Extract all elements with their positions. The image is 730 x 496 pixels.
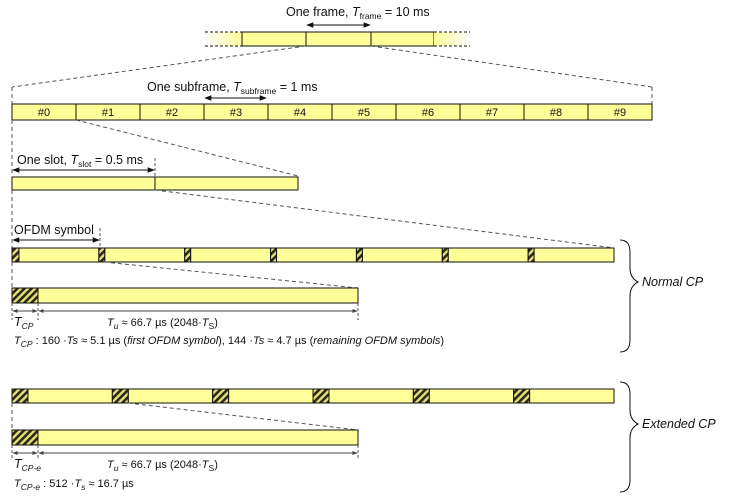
- extended-ofdm-symbol: [228, 388, 314, 404]
- extended-cp-label: Extended CP: [642, 417, 716, 431]
- ofdm-symbol-label: OFDM symbol: [14, 223, 94, 237]
- tcp-e-label: TCP-e: [14, 457, 41, 473]
- normal-cp-marker: [270, 247, 278, 263]
- frame-label: One frame, Tframe = 10 ms: [286, 5, 430, 21]
- extended-cp-marker: [412, 388, 430, 404]
- subframe-cell-label: #1: [102, 107, 114, 119]
- frame-block-next: [370, 31, 435, 47]
- normal-cp-section: OFDM symbol TCP Tu ≈ 66.7 µs (2048·TS) T…: [11, 223, 704, 353]
- normal-cp-marker: [355, 247, 363, 263]
- normal-ofdm-symbol: [533, 247, 615, 263]
- slot-block-first: [11, 176, 156, 191]
- extended-cp-brace: [619, 381, 640, 493]
- extended-ofdm-symbol: [529, 388, 615, 404]
- zoom-guide: [103, 261, 359, 289]
- tcp-formula: TCP : 160 ·Ts ≈ 5.1 µs (first OFDM symbo…: [14, 335, 444, 349]
- subframe-cell-label: #9: [614, 107, 626, 119]
- extended-ofdm-symbol: [328, 388, 414, 404]
- normal-cp-brace: [619, 239, 640, 353]
- subframe-cell-label: #7: [486, 107, 498, 119]
- subframe-cell-label: #2: [166, 107, 178, 119]
- extended-useful-symbol-block: [37, 429, 359, 446]
- subframe-cell-label: #3: [230, 107, 242, 119]
- subframe-row: One subframe, Tsubframe = 1 ms #0 #1 #2 #3 #…: [11, 80, 653, 121]
- zoom-guide: [127, 402, 359, 431]
- slot-row: One slot, Tslot = 0.5 ms: [11, 153, 299, 191]
- zoom-guide: [154, 189, 615, 249]
- frame-row: One frame, Tframe = 10 ms: [205, 5, 470, 47]
- extended-cp-marker: [212, 388, 230, 404]
- normal-cp-marker: [11, 247, 20, 263]
- subframe-cell-label: #6: [422, 107, 434, 119]
- normal-ofdm-symbol: [18, 247, 100, 263]
- tcp-e-formula: TCP-e : 512 ·Ts ≈ 16.7 µs: [14, 478, 134, 492]
- extended-cyclic-prefix-block: [11, 429, 39, 446]
- subframe-label: One subframe, Tsubframe = 1 ms: [147, 80, 318, 96]
- normal-cp-marker: [441, 247, 449, 263]
- normal-cp-marker: [98, 247, 106, 263]
- subframe-cell: [587, 103, 653, 121]
- extended-ofdm-symbol: [428, 388, 515, 404]
- frame-fade-left: [205, 32, 242, 46]
- normal-ofdm-symbol: [276, 247, 357, 263]
- slot-block-second: [154, 176, 299, 191]
- subframe-cell-label: #5: [358, 107, 370, 119]
- frame-fade-right: [434, 32, 470, 46]
- normal-cp-label: Normal CP: [642, 275, 704, 289]
- extended-cp-marker: [513, 388, 531, 404]
- tu-e-label: Tu ≈ 66.7 µs (2048·TS): [107, 459, 218, 473]
- subframe-cell-label: #4: [294, 107, 306, 119]
- subframe-cell-label: #0: [38, 107, 50, 119]
- extended-ofdm-symbol: [27, 388, 113, 404]
- normal-cp-marker: [527, 247, 535, 263]
- tcp-label: TCP: [14, 315, 34, 331]
- subframe-cell-label: #8: [550, 107, 562, 119]
- zoom-guide: [370, 45, 653, 88]
- normal-ofdm-symbol: [190, 247, 272, 263]
- normal-ofdm-symbol: [361, 247, 443, 263]
- frame-block-prev: [241, 31, 307, 47]
- extended-cp-marker: [111, 388, 129, 404]
- normal-cp-marker: [184, 247, 192, 263]
- extended-cp-section: TCP-e Tu ≈ 66.7 µs (2048·TS) TCP-e : 512…: [11, 381, 716, 493]
- extended-cp-marker: [11, 388, 29, 404]
- tu-label: Tu ≈ 66.7 µs (2048·TS): [107, 317, 218, 331]
- frame-block-current: [305, 31, 372, 47]
- cyclic-prefix-block: [11, 287, 39, 304]
- slot-label: One slot, Tslot = 0.5 ms: [17, 153, 143, 169]
- normal-ofdm-symbol: [104, 247, 186, 263]
- extended-cp-marker: [312, 388, 330, 404]
- useful-symbol-block: [37, 287, 359, 304]
- normal-ofdm-symbol: [447, 247, 529, 263]
- zoom-guide: [11, 45, 307, 88]
- extended-ofdm-symbol: [127, 388, 214, 404]
- zoom-guide: [75, 119, 299, 177]
